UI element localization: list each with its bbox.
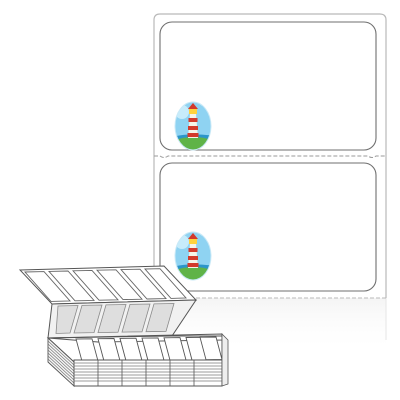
perforation-line	[154, 155, 386, 158]
label-1	[159, 21, 377, 151]
middle-fold-sheet	[47, 299, 197, 339]
label-2-outline	[159, 162, 377, 292]
label-1-outline	[159, 21, 377, 151]
top-fold-sheet	[18, 265, 198, 305]
stacked-block	[46, 333, 229, 388]
label-2	[159, 162, 377, 292]
fanfold-stack	[18, 265, 229, 388]
